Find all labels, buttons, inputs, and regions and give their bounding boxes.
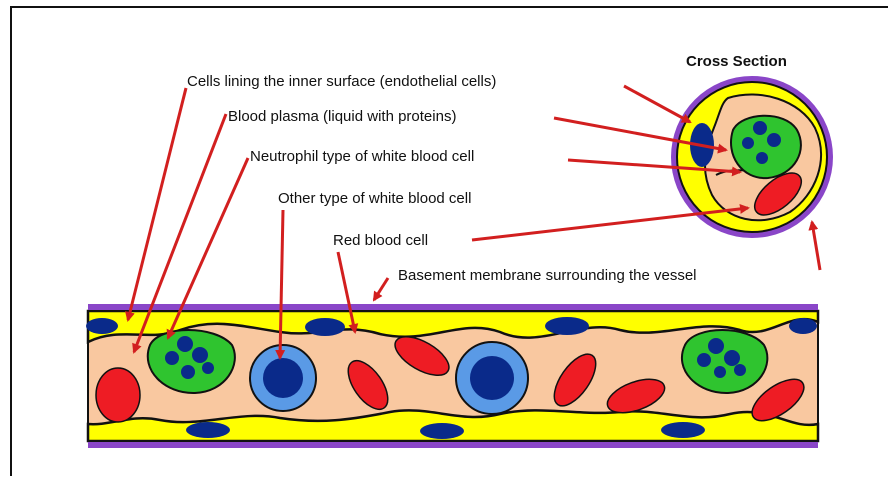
endothelial-nucleus: [186, 422, 230, 438]
endothelial-nucleus: [545, 317, 589, 335]
endothelial-nucleus: [420, 423, 464, 439]
other-white-blood-cell: [250, 345, 316, 411]
arrow-basement-cross: [812, 222, 820, 270]
arrow-basement-vessel: [374, 278, 388, 300]
endothelial-nucleus: [305, 318, 345, 336]
label-basement: Basement membrane surrounding the vessel: [398, 267, 697, 284]
endothelial-nucleus: [789, 318, 817, 334]
endothelial-nucleus: [661, 422, 705, 438]
red-blood-cell: [96, 368, 140, 422]
basement-membrane-top: [88, 304, 818, 311]
arrow-endothelial-vessel: [128, 88, 186, 320]
other-white-blood-cell: [456, 342, 528, 414]
cross-section-title: Cross Section: [686, 53, 787, 70]
arrow-endothelial-cross: [624, 86, 690, 122]
vessel-longitudinal: [86, 304, 818, 448]
label-other-wbc: Other type of white blood cell: [278, 190, 471, 207]
basement-membrane-bottom: [88, 441, 818, 448]
label-rbc: Red blood cell: [333, 232, 428, 249]
label-endothelial: Cells lining the inner surface (endothel…: [187, 73, 496, 90]
neutrophil: [731, 116, 801, 178]
label-neutrophil: Neutrophil type of white blood cell: [250, 148, 474, 165]
neutrophil: [682, 330, 767, 393]
label-plasma: Blood plasma (liquid with proteins): [228, 108, 456, 125]
endothelial-nucleus: [86, 318, 118, 334]
